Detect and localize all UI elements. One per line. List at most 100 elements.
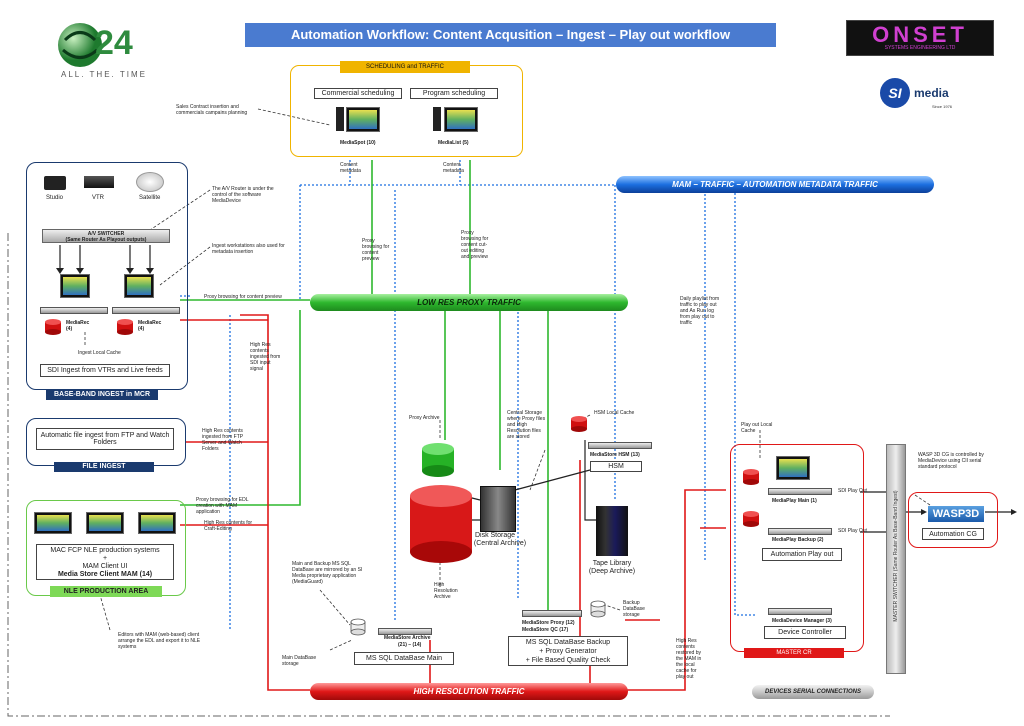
mssql-backup-box: MS SQL DataBase Backup + Proxy Generator… xyxy=(508,636,628,666)
scheduling-title: SCHEDULING and TRAFFIC xyxy=(340,61,470,73)
nle-tag: NLE PRODUCTION AREA xyxy=(50,586,162,597)
sdi-out-1-label: SDI Play Out xyxy=(838,488,867,494)
globe-icon xyxy=(58,23,102,67)
store-qc-label: MediaStore QC (17) xyxy=(522,627,569,633)
wasp3d-logo: WASP3D xyxy=(928,506,984,522)
daily-playlist-note: Daily playlist from traffic to play out … xyxy=(680,296,720,326)
logo-24-tagline: ALL. THE. TIME xyxy=(61,70,147,79)
master-switcher-label: MASTER SWITCHER (Same Router As Base-Ban… xyxy=(893,490,899,622)
av-switcher-label: A/V SWITCHER xyxy=(87,231,125,237)
tape-library-icon xyxy=(596,506,628,556)
onset-logo: ONSET SYSTEMS ENGINEERING LTD xyxy=(846,20,994,56)
master-cr-tag: MASTER CR xyxy=(744,648,844,658)
hsm-cache-disk-icon xyxy=(571,416,587,432)
automation-cg-label: Automation CG xyxy=(922,528,984,540)
nle-label-4: Media Store Client MAM (14) xyxy=(57,571,153,578)
nle-monitor-3-icon xyxy=(138,512,176,534)
mediaplay-backup-server xyxy=(768,528,832,535)
high-res-archive-label: High Resolution Archive xyxy=(434,582,458,600)
master-switcher: MASTER SWITCHER (Same Router As Base-Ban… xyxy=(886,444,906,674)
central-storage-note: Central Storage where Proxy files and Hi… xyxy=(507,410,546,440)
hsm-box: HSM xyxy=(590,461,642,472)
sales-contract-note: Sales Contract insertion and commercials… xyxy=(176,104,248,116)
mediarec-2-server xyxy=(112,307,180,314)
mediarec-1-server xyxy=(40,307,108,314)
onset-logo-text: ONSET xyxy=(872,22,968,47)
content-metadata-note-2: Content metadata xyxy=(443,162,464,174)
backup-label-3: + File Based Quality Check xyxy=(525,657,611,664)
satellite-label: Satellite xyxy=(139,195,161,201)
si-logo-text: media xyxy=(914,86,949,100)
playout-cache-label: Play out Local Cache xyxy=(741,422,773,434)
ingest-cache-label: Ingest Local Cache xyxy=(78,350,121,356)
nle-monitor-1-icon xyxy=(34,512,72,534)
backup-db-disk-icon xyxy=(590,600,606,618)
hsm-server xyxy=(588,442,652,449)
store-archive-label: MediaStore Archive xyxy=(384,635,431,641)
store-archive-count: (21) – (14) xyxy=(398,642,422,648)
playout-cache-1-icon xyxy=(743,469,759,485)
store-proxy-server xyxy=(522,610,582,617)
devices-serial-pipe: DEVICES SERIAL CONNECTIONS xyxy=(752,685,874,699)
proxy-browsing-note: Proxy browsing for content preview xyxy=(204,294,282,300)
tape-library-label-2: (Deep Archive) xyxy=(588,568,636,575)
device-manager-server xyxy=(768,608,832,615)
high-res-archive-disk-icon xyxy=(410,485,472,563)
program-monitor-icon xyxy=(444,107,478,132)
proxy-preview-note-1: Proxy browsing for content preview xyxy=(362,238,390,262)
mssql-main-box: MS SQL DataBase Main xyxy=(354,652,454,665)
nle-label-2: + xyxy=(102,555,108,562)
nle-browsing-note: Proxy browsing for EDL creation with MAM… xyxy=(196,497,249,515)
tape-library-label-1: Tape Library xyxy=(592,560,632,567)
mediarec-1-label: MediaRec (4) xyxy=(66,320,90,332)
hsm-server-label: MediaStore HSM (13) xyxy=(590,452,640,458)
studio-label: Studio xyxy=(46,195,64,201)
logo-24-text: 24 xyxy=(95,24,133,62)
main-db-disk-icon xyxy=(350,618,366,636)
camera-icon xyxy=(44,176,66,190)
sdi-ingest-label: SDI Ingest from VTRs and Live feeds xyxy=(40,364,170,377)
ingest-monitor-2-icon xyxy=(124,274,154,298)
playout-monitor-icon xyxy=(776,456,810,480)
commercial-monitor-icon xyxy=(346,107,380,132)
mediaplay-main-server xyxy=(768,488,832,495)
automation-playout-box: Automation Play out xyxy=(762,548,842,561)
high-res-pipe: HIGH RESOLUTION TRAFFIC xyxy=(310,683,628,700)
main-db-storage-label: Main DataBase storage xyxy=(282,655,317,667)
workstations-note: Ingest workstations also used for metada… xyxy=(212,243,285,255)
content-metadata-note-1: Content metadata xyxy=(340,162,361,174)
mediarec-2-label: MediaRec (4) xyxy=(138,320,162,332)
proxy-archive-label: Proxy Archive xyxy=(409,415,440,421)
commercial-scheduling: Commercial scheduling xyxy=(314,88,402,99)
mam-traffic-pipe: MAM – TRAFFIC – AUTOMATION METADATA TRAF… xyxy=(616,176,934,193)
mssql-note: Main and Backup MS SQL DataBase are mirr… xyxy=(292,561,363,585)
mediaplay-main-label: MediaPlay Main (1) xyxy=(772,498,817,504)
store-archive-server xyxy=(378,628,432,635)
vtr-icon xyxy=(84,176,114,188)
ingest-monitor-1-icon xyxy=(60,274,90,298)
disk-storage-sub: (Central Archive) xyxy=(473,540,527,547)
mediaplay-backup-label: MediaPlay Backup (2) xyxy=(772,537,824,543)
backup-label-1: MS SQL DataBase Backup xyxy=(525,639,611,646)
playout-cache-2-icon xyxy=(743,511,759,527)
si-media-logo: SI media Since 1976 xyxy=(880,78,980,118)
pc-tower-icon xyxy=(336,107,344,131)
satellite-icon xyxy=(136,172,164,192)
ingest-cache-2-icon xyxy=(117,319,133,335)
nle-highres-note: High Res contents for Craft-Editing xyxy=(204,520,253,532)
av-switcher-sub: (Same Router As Playout outputs) xyxy=(65,237,147,243)
proxy-archive-disk-icon xyxy=(422,443,454,477)
disk-storage-label: Disk Storage xyxy=(474,532,516,539)
program-scheduling: Program scheduling xyxy=(410,88,498,99)
disk-storage-icon xyxy=(480,486,516,532)
high-res-restored-note: High Res contents restored by the MAM in… xyxy=(676,638,702,680)
av-switcher: A/V SWITCHER (Same Router As Playout out… xyxy=(42,229,170,243)
file-ingest-label: Automatic file ingest from FTP and Watch… xyxy=(36,428,174,450)
backup-label-2: + Proxy Generator xyxy=(539,648,597,655)
pc-tower-icon-2 xyxy=(433,107,441,131)
device-manager-label: MediaDevice Manager (3) xyxy=(772,618,832,624)
vtr-label: VTR xyxy=(92,195,104,201)
nle-label-box: MAC FCP NLE production systems + MAM Cli… xyxy=(36,544,174,580)
device-controller-box: Device Controller xyxy=(764,626,846,639)
